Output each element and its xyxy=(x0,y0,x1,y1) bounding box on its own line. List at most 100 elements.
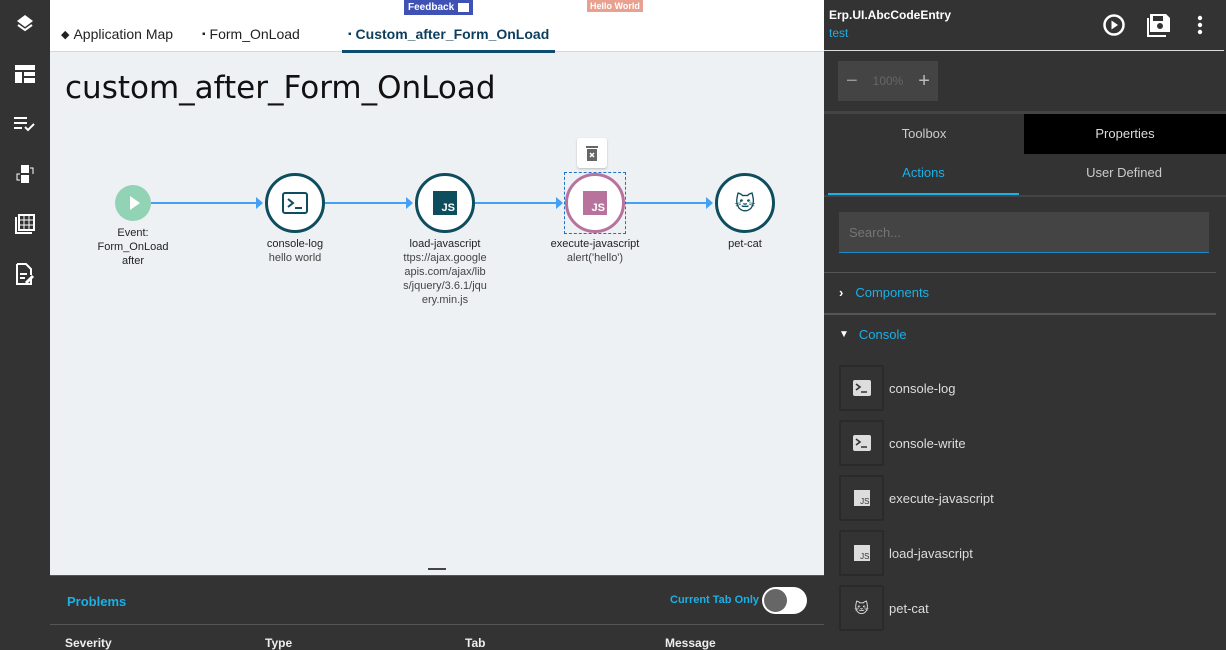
right-panel: Erp.UI.AbcCodeEntry test − 100% + Toolbo… xyxy=(824,0,1226,646)
toolbox-item-console-write[interactable]: console-write xyxy=(839,420,1129,466)
node-sub: ttps://ajax.googleapis.com/ajax/libs/jqu… xyxy=(403,252,487,306)
column-severity[interactable]: Severity xyxy=(65,636,112,650)
column-message[interactable]: Message xyxy=(665,636,716,650)
layout-icon[interactable] xyxy=(13,62,37,86)
feedback-button[interactable]: Feedback xyxy=(404,0,474,15)
label-line: Form_OnLoad xyxy=(97,241,169,253)
group-console[interactable]: ▼Console xyxy=(839,327,907,342)
toolbox-item-console-log[interactable]: console-log xyxy=(839,365,1129,411)
editor-area: Feedback Hello World ◆Application Map ▪F… xyxy=(50,0,824,650)
pet-cat-node[interactable]: 🐱︎ xyxy=(715,173,775,233)
current-tab-only-toggle[interactable] xyxy=(762,587,807,614)
node-sub: hello world xyxy=(268,252,322,264)
terminal-icon xyxy=(839,365,884,411)
tab-toolbox[interactable]: Toolbox xyxy=(901,126,947,141)
layers-icon[interactable] xyxy=(13,12,37,36)
toolbox-item-execute-javascript[interactable]: JS execute-javascript xyxy=(839,475,1129,521)
terminal-icon xyxy=(282,192,308,214)
tab-application-map[interactable]: ◆Application Map xyxy=(61,26,173,42)
js-icon: JS xyxy=(839,475,884,521)
console-log-label: console-log hello world xyxy=(240,237,350,265)
more-vertical-icon xyxy=(1197,15,1203,35)
search-input[interactable] xyxy=(839,212,1209,253)
load-javascript-label: load-javascript ttps://ajax.googleapis.co… xyxy=(390,237,500,307)
group-components[interactable]: › Components xyxy=(839,285,929,300)
zoom-control: − 100% + xyxy=(838,61,938,101)
trash-icon xyxy=(586,146,598,161)
cat-icon: 🐱︎ xyxy=(734,192,756,215)
run-button[interactable] xyxy=(1101,12,1127,38)
divider xyxy=(824,50,1224,51)
js-icon: JS xyxy=(583,191,607,215)
column-type[interactable]: Type xyxy=(265,636,293,650)
item-label: execute-javascript xyxy=(889,490,994,506)
tab-properties[interactable]: Properties xyxy=(1024,114,1226,154)
save-button[interactable] xyxy=(1146,12,1172,38)
divider xyxy=(50,624,824,625)
group-label: Console xyxy=(858,327,907,342)
tab-custom-after-form-onload[interactable]: ▪Custom_after_Form_OnLoad xyxy=(342,26,556,53)
play-icon xyxy=(129,196,140,210)
save-icon xyxy=(1147,14,1170,37)
divider xyxy=(824,272,1216,273)
zoom-in-button[interactable]: + xyxy=(918,69,930,92)
feedback-label: Feedback xyxy=(408,2,455,13)
left-sidebar xyxy=(0,0,50,646)
more-menu-button[interactable] xyxy=(1187,12,1213,38)
flow-edge xyxy=(151,197,263,209)
tab-form-onload[interactable]: ▪Form_OnLoad xyxy=(202,26,300,42)
node-name: load-javascript xyxy=(409,238,481,250)
console-log-node[interactable] xyxy=(265,173,325,233)
table-icon[interactable] xyxy=(13,212,37,236)
page-title: custom_after_Form_OnLoad xyxy=(65,70,496,106)
edit-document-icon[interactable] xyxy=(13,262,37,286)
column-tab[interactable]: Tab xyxy=(465,636,486,650)
env-label: test xyxy=(829,26,849,40)
start-event-node[interactable] xyxy=(115,185,151,221)
cat-icon: 🐱︎ xyxy=(839,585,884,631)
terminal-icon xyxy=(839,420,884,466)
app-name: Erp.UI.AbcCodeEntry xyxy=(829,8,952,22)
subtab-actions[interactable]: Actions xyxy=(828,154,1019,196)
comment-icon xyxy=(458,3,470,12)
item-label: console-write xyxy=(889,435,966,451)
flow-icon[interactable] xyxy=(13,162,37,186)
flow-icon: ▪ xyxy=(348,28,352,40)
layers-icon: ◆ xyxy=(61,28,70,41)
checklist-icon[interactable] xyxy=(13,112,37,136)
node-name: console-log xyxy=(266,238,324,250)
js-icon: JS xyxy=(433,191,457,215)
flow-edge xyxy=(325,197,413,209)
group-label: Components xyxy=(855,285,930,300)
divider xyxy=(824,195,1226,197)
flow-edge xyxy=(625,197,713,209)
node-sub: alert('hello') xyxy=(566,252,624,264)
load-javascript-node[interactable]: JS xyxy=(415,173,475,233)
chevron-right-icon: › xyxy=(839,285,844,300)
label-line: after xyxy=(121,255,144,267)
tab-label: Application Map xyxy=(73,26,174,42)
hello-world-badge: Hello World xyxy=(587,0,643,12)
tab-label: Custom_after_Form_OnLoad xyxy=(355,26,550,42)
execute-javascript-node[interactable]: JS xyxy=(565,173,625,233)
problems-panel: Problems Current Tab Only Severity Type … xyxy=(50,575,824,650)
zoom-out-button[interactable]: − xyxy=(846,69,858,92)
tab-label: Form_OnLoad xyxy=(209,26,300,42)
resize-handle[interactable] xyxy=(428,568,446,570)
problems-title: Problems xyxy=(67,594,127,609)
subtab-user-defined[interactable]: User Defined xyxy=(1086,165,1162,180)
divider xyxy=(824,313,1216,315)
label-line: Event: xyxy=(117,227,149,239)
tab-bar: Feedback Hello World ◆Application Map ▪F… xyxy=(50,0,824,53)
item-label: console-log xyxy=(889,380,956,396)
node-name: pet-cat xyxy=(728,238,762,250)
item-label: load-javascript xyxy=(889,545,973,561)
toolbox-item-pet-cat[interactable]: 🐱︎pet-cat xyxy=(839,585,1129,631)
pet-cat-label: pet-cat xyxy=(690,237,800,251)
delete-node-button[interactable] xyxy=(577,138,607,168)
selection-box xyxy=(564,172,626,234)
flow-edge xyxy=(475,197,563,209)
toggle-knob xyxy=(764,589,787,612)
